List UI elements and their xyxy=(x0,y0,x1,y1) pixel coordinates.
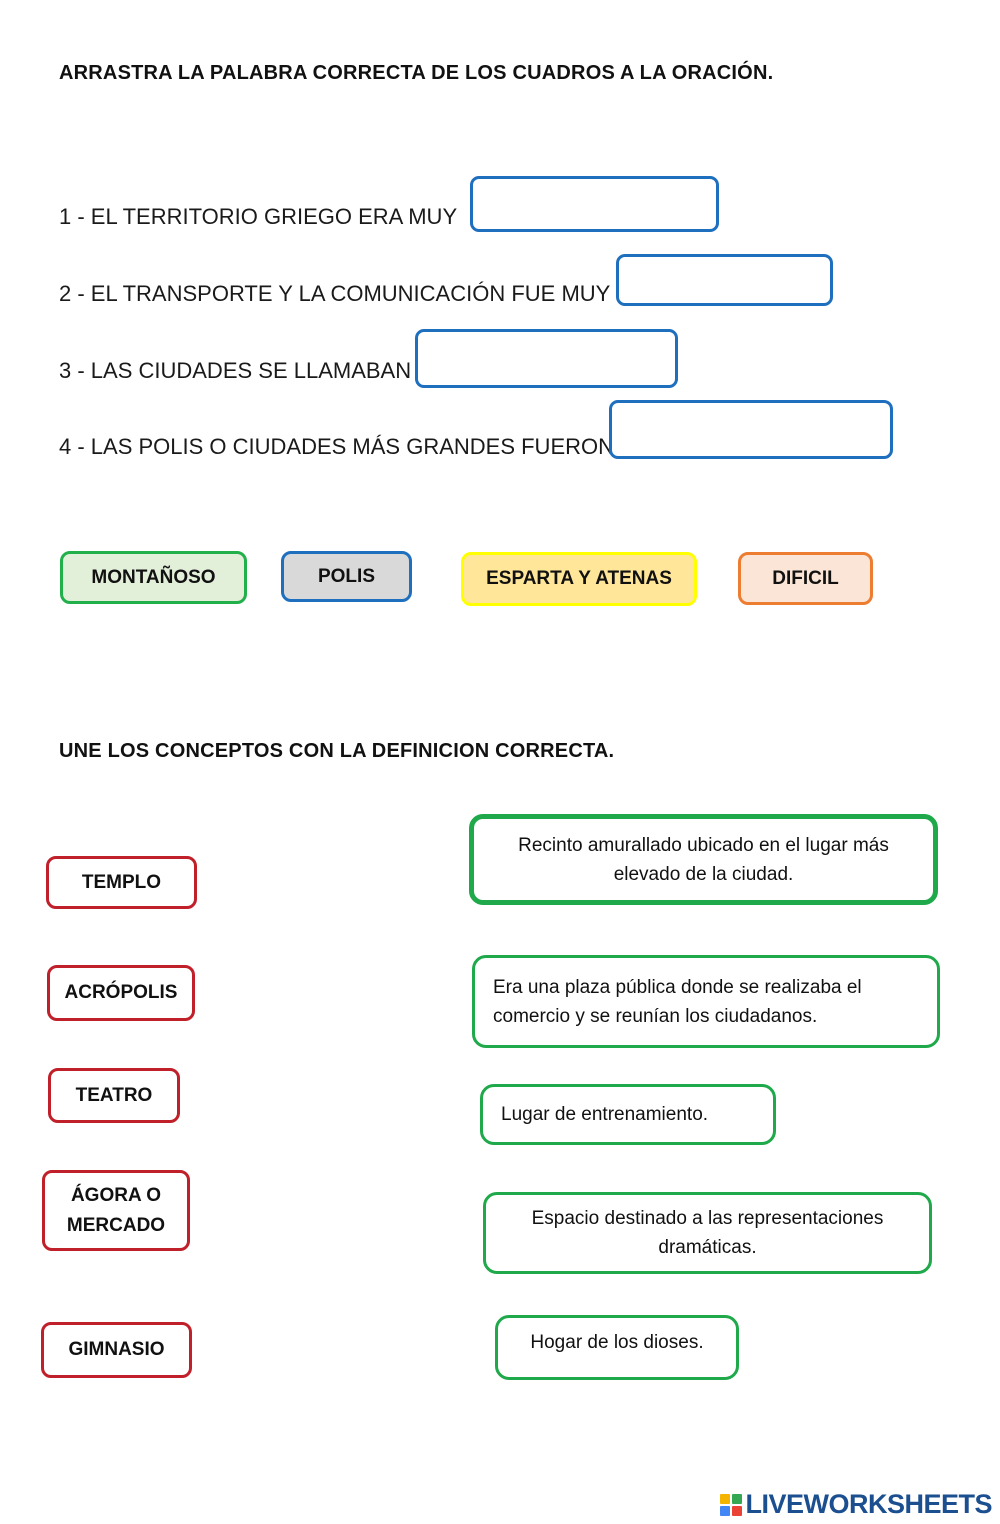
definition-4[interactable]: Espacio destinado a las representaciones… xyxy=(483,1192,932,1274)
definition-1[interactable]: Recinto amurallado ubicado en el lugar m… xyxy=(469,814,938,905)
drop-zone-1[interactable] xyxy=(470,176,719,232)
definition-3[interactable]: Lugar de entrenamiento. xyxy=(480,1084,776,1145)
word-chip-polis[interactable]: POLIS xyxy=(281,551,412,602)
definition-2[interactable]: Era una plaza pública donde se realizaba… xyxy=(472,955,940,1048)
sentence-1: 1 - EL TERRITORIO GRIEGO ERA MUY xyxy=(59,204,458,229)
logo-squares-icon xyxy=(720,1493,743,1516)
drop-zone-2[interactable] xyxy=(616,254,833,306)
concept-acropolis[interactable]: ACRÓPOLIS xyxy=(47,965,195,1021)
word-chip-esparta-y-atenas[interactable]: ESPARTA Y ATENAS xyxy=(461,552,697,606)
word-chip-montanoso[interactable]: MONTAÑOSO xyxy=(60,551,247,604)
concept-teatro[interactable]: TEATRO xyxy=(48,1068,180,1123)
drop-zone-4[interactable] xyxy=(609,400,893,459)
instruction-title-match: UNE LOS CONCEPTOS CON LA DEFINICION CORR… xyxy=(59,740,615,762)
definition-5[interactable]: Hogar de los dioses. xyxy=(495,1315,739,1380)
drop-zone-3[interactable] xyxy=(415,329,678,388)
logo-text: LIVEWORKSHEETS xyxy=(745,1489,992,1519)
concept-gimnasio[interactable]: GIMNASIO xyxy=(41,1322,192,1378)
sentence-3: 3 - LAS CIUDADES SE LLAMABAN xyxy=(59,358,412,383)
sentence-4: 4 - LAS POLIS O CIUDADES MÁS GRANDES FUE… xyxy=(59,434,615,459)
concept-agora-o-mercado[interactable]: ÁGORA O MERCADO xyxy=(42,1170,190,1251)
liveworksheets-logo[interactable]: LIVEWORKSHEETS xyxy=(720,1489,992,1520)
sentence-2: 2 - EL TRANSPORTE Y LA COMUNICACIÓN FUE … xyxy=(59,281,611,306)
word-chip-dificil[interactable]: DIFICIL xyxy=(738,552,873,605)
concept-templo[interactable]: TEMPLO xyxy=(46,856,197,909)
instruction-title-drag: ARRASTRA LA PALABRA CORRECTA DE LOS CUAD… xyxy=(59,62,774,84)
